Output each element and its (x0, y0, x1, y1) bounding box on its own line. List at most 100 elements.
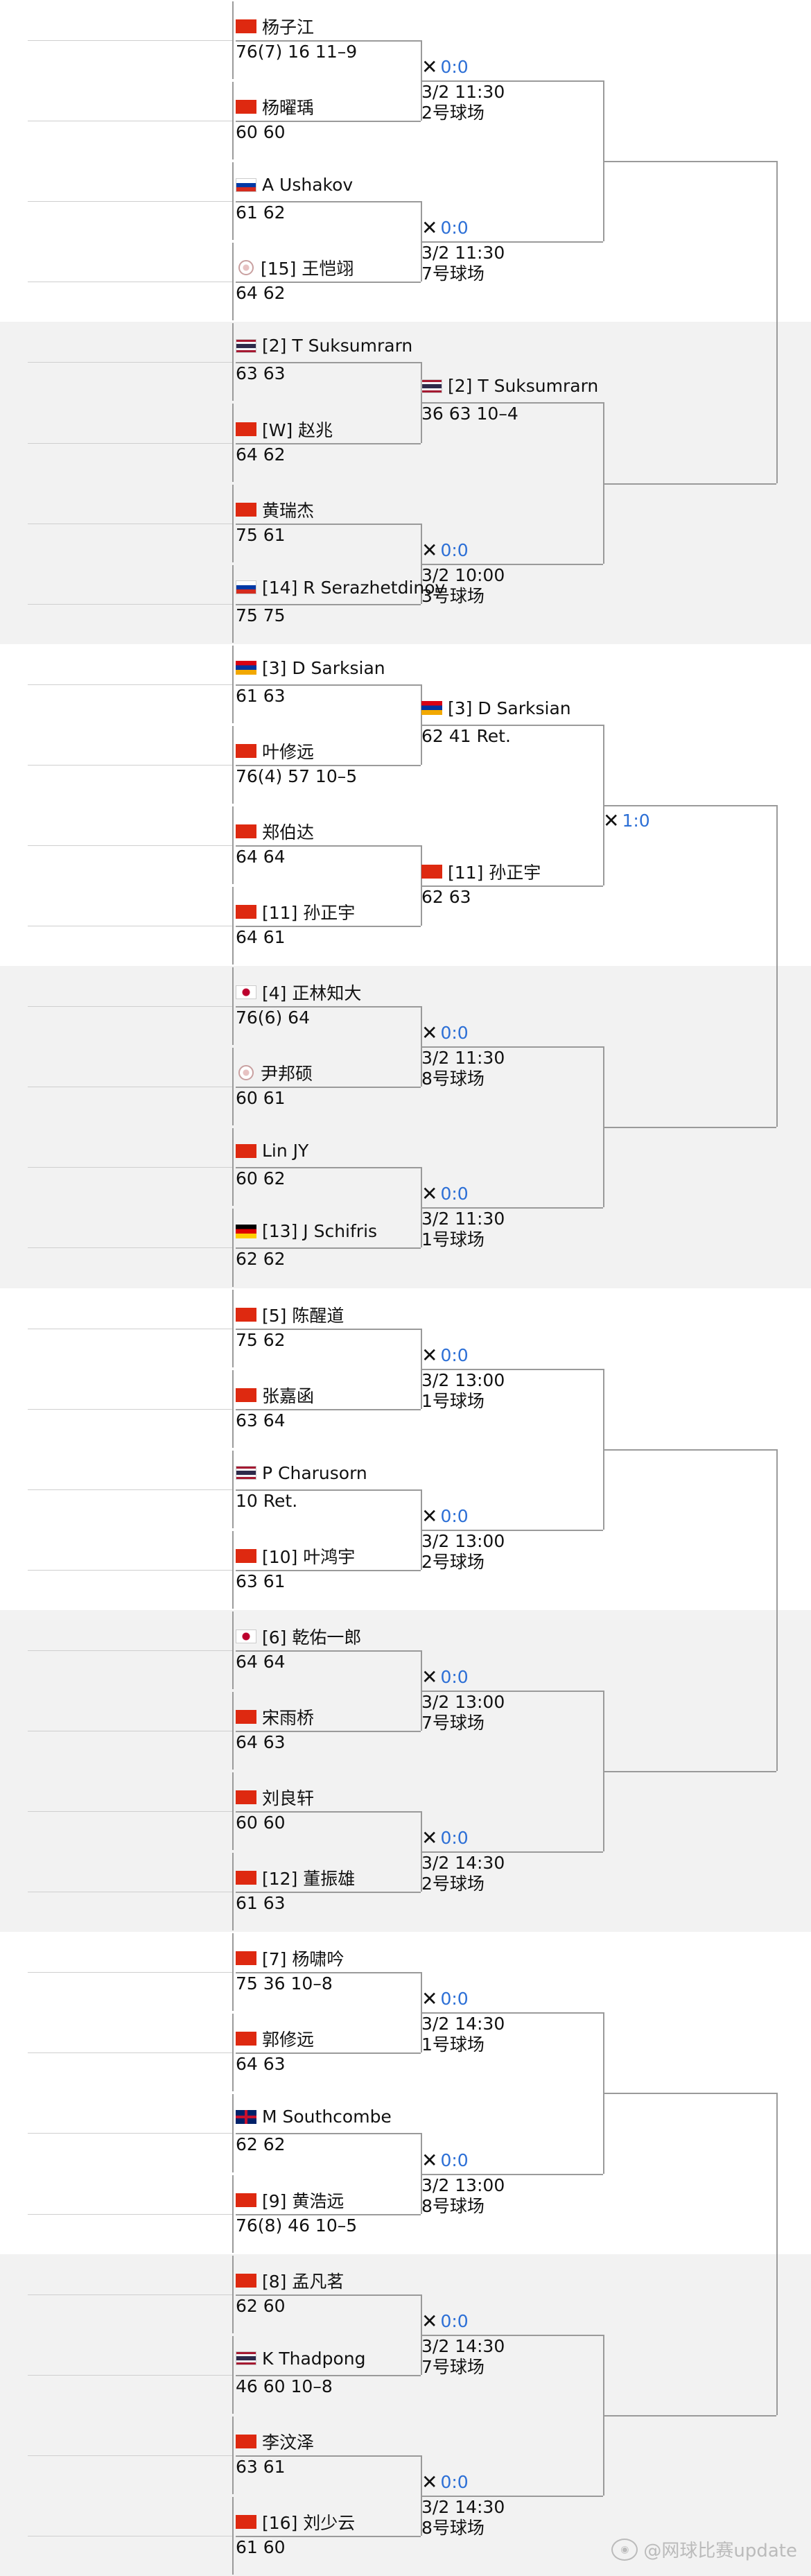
second-round-player[interactable]: P Charusorn (236, 1463, 367, 1483)
bracket-line (232, 1611, 234, 1689)
live-score-link[interactable]: ✕0:0 (421, 2150, 469, 2171)
live-score-link[interactable]: ✕0:0 (421, 2471, 469, 2493)
bracket-line (236, 2294, 421, 2296)
third-round-player[interactable]: [2] T Suksumrarn (421, 376, 598, 396)
second-round-player[interactable]: [14] R Serazhetdinov (236, 578, 445, 598)
bracket-line (28, 1811, 232, 1813)
match-score: 64 62 (236, 283, 286, 304)
match-score: 63 61 (236, 2456, 286, 2477)
match-score: 64 62 (236, 444, 286, 465)
live-score-link[interactable]: ✕0:0 (421, 1666, 469, 1688)
second-round-player[interactable]: 叶修远 (236, 738, 314, 763)
bracket-line (232, 1691, 234, 1770)
bracket-line (236, 121, 421, 123)
match-time: 3/2 11:30 (421, 243, 505, 263)
second-round-player[interactable]: [13] J Schifris (236, 1221, 377, 1241)
live-score-link[interactable]: ✕0:0 (421, 1184, 469, 1204)
second-round-player[interactable]: K Thadpong (236, 2349, 366, 2369)
second-round-player[interactable]: A Ushakov (236, 175, 353, 195)
bracket-line (236, 764, 421, 766)
live-score-link[interactable]: ✕0:0 (421, 57, 469, 78)
player-name: [3] D Sarksian (448, 698, 571, 718)
th-flag-icon (421, 379, 442, 393)
second-round-player[interactable]: 张嘉函 (236, 1383, 314, 1408)
cn-flag-icon (236, 1548, 256, 1563)
second-round-player[interactable]: 刘良轩 (236, 1785, 314, 1810)
bracket-line (28, 2455, 232, 2456)
second-round-player[interactable]: 杨子江 (236, 14, 314, 39)
second-round-player[interactable]: Lin JY (236, 1141, 308, 1161)
second-round-player[interactable]: [7] 杨啸吟 (236, 1946, 344, 1971)
match-time: 3/2 13:00 (421, 1691, 505, 1712)
player-name: [9] 黄浩远 (262, 2190, 345, 2211)
second-round-player[interactable]: [12] 董振雄 (236, 1865, 355, 1890)
bracket-line (236, 1569, 421, 1571)
bracket-line (236, 845, 421, 847)
bracket-line (28, 1006, 232, 1008)
live-score-link[interactable]: ✕0:0 (421, 1345, 469, 1366)
bracket-line (236, 40, 421, 42)
second-round-player[interactable]: 郭修远 (236, 2026, 314, 2051)
cn-flag-icon (236, 1710, 256, 1724)
second-round-player[interactable]: [15] 王恺翊 (236, 255, 354, 280)
second-round-player[interactable]: [W] 赵兆 (236, 417, 333, 442)
court-name: 8号球场 (421, 2517, 485, 2538)
player-name: [14] R Serazhetdinov (262, 577, 446, 598)
court-name: 2号球场 (421, 1551, 485, 1572)
match-score: 75 36 10–8 (236, 1973, 333, 1994)
second-round-player[interactable]: 郑伯达 (236, 819, 314, 844)
second-round-player[interactable]: 杨曜瑀 (236, 94, 314, 119)
second-round-player[interactable]: [10] 叶鸿宇 (236, 1544, 355, 1568)
bracket-line (28, 1650, 232, 1651)
match-time: 3/2 14:30 (421, 2335, 505, 2356)
cn-flag-icon (236, 2514, 256, 2529)
player-name: [12] 董振雄 (262, 1869, 356, 1890)
bracket-line (28, 362, 232, 363)
second-round-player[interactable]: [3] D Sarksian (236, 658, 385, 678)
match-score: 64 63 (236, 2054, 286, 2075)
court-name: 8号球场 (421, 2195, 485, 2216)
live-score-link[interactable]: ✕0:0 (421, 1989, 469, 2009)
second-round-player[interactable]: 宋雨桥 (236, 1704, 314, 1729)
live-score-link[interactable]: ✕0:0 (421, 1828, 469, 1849)
bracket-line (232, 484, 234, 562)
live-score: 0:0 (440, 1023, 469, 1044)
cn-flag-icon (236, 743, 256, 758)
live-score-link[interactable]: ✕0:0 (421, 2310, 469, 2332)
live-score-link[interactable]: ✕0:0 (421, 218, 469, 239)
second-round-player[interactable]: M Southcombe (236, 2107, 392, 2127)
live-score-link[interactable]: ✕0:0 (421, 539, 469, 561)
second-round-player[interactable]: [11] 孙正宇 (236, 899, 355, 924)
bracket-line (421, 2495, 603, 2497)
second-round-player[interactable]: 李汶泽 (236, 2429, 314, 2454)
third-round-player[interactable]: [3] D Sarksian (421, 698, 571, 718)
second-round-player[interactable]: 尹邦硕 (236, 1060, 313, 1085)
bracket-line (232, 1128, 234, 1207)
live-score-link[interactable]: ✕0:0 (421, 1505, 469, 1527)
cn-flag-icon (421, 865, 442, 879)
live-score-link[interactable]: ✕1:0 (603, 810, 650, 831)
second-round-player[interactable]: [8] 孟凡茗 (236, 2268, 344, 2293)
player-name: [7] 杨啸吟 (262, 1949, 345, 1970)
second-round-player[interactable]: [2] T Suksumrarn (236, 336, 412, 356)
second-round-player[interactable]: 黄瑞杰 (236, 497, 314, 522)
bracket-line (28, 603, 232, 605)
cn-flag-icon (236, 1143, 256, 1158)
match-score: 62 62 (236, 2134, 286, 2155)
second-round-player[interactable]: [16] 刘少云 (236, 2509, 355, 2534)
second-round-player[interactable]: [4] 正林知大 (236, 980, 361, 1005)
bracket-line (232, 2255, 234, 2333)
bracket-line (28, 1247, 232, 1249)
bracket-line (236, 523, 421, 525)
am-flag-icon (421, 701, 442, 716)
player-name: [2] T Suksumrarn (262, 336, 413, 356)
second-round-player[interactable]: [6] 乾佑一郎 (236, 1624, 361, 1649)
court-name: 8号球场 (421, 1069, 485, 1089)
live-score-link[interactable]: ✕0:0 (421, 1023, 469, 1044)
match-score: 61 62 (236, 202, 286, 223)
second-round-player[interactable]: [9] 黄浩远 (236, 2188, 344, 2213)
player-name: [13] J Schifris (262, 1221, 378, 1242)
third-round-player[interactable]: [11] 孙正宇 (421, 859, 541, 884)
second-round-player[interactable]: [5] 陈醒道 (236, 1302, 344, 1327)
bracket-line (232, 1450, 234, 1528)
